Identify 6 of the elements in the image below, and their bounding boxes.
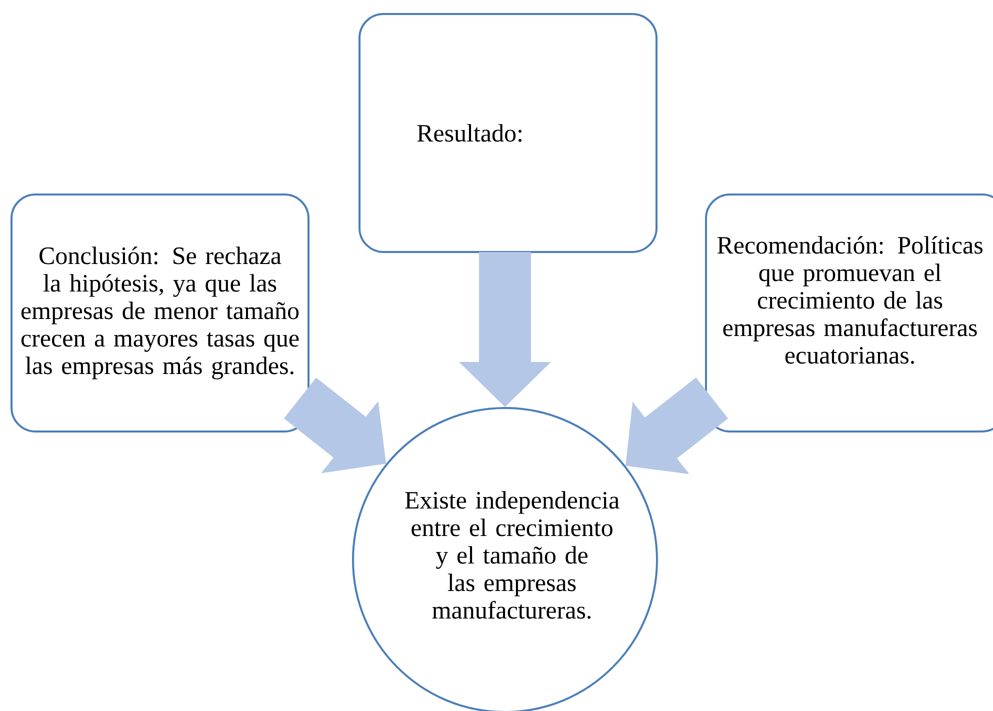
rounded-box: Resultado: xyxy=(358,12,658,253)
block-arrow xyxy=(459,252,551,407)
block-arrow xyxy=(626,377,728,474)
rounded-box: Recomendación: Políticas que promuevan el crecimiento de las empresas manufactureras ecuatorianas. xyxy=(705,193,993,432)
rounded-box: Conclusión: Se rechaza la hipótesis, ya que las empresas de menor tamaño crecen a mayores tasas que las empresas más grandes. xyxy=(10,193,310,432)
block-arrow xyxy=(284,378,386,474)
